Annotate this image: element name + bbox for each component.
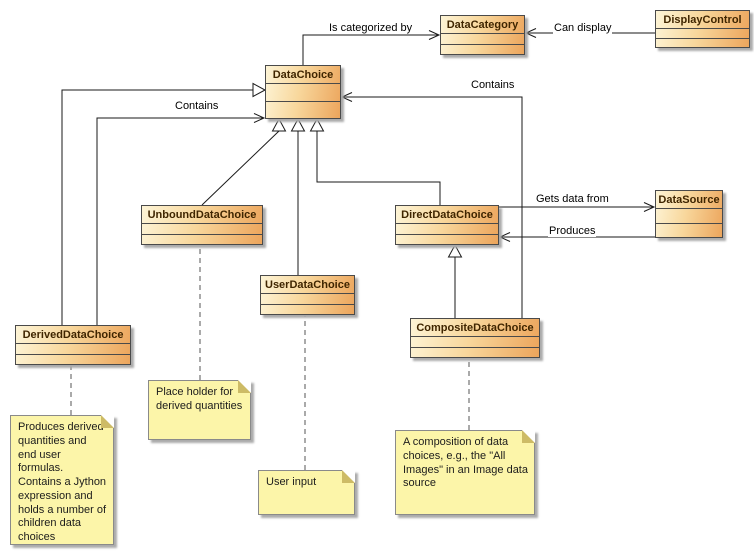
class-DataCategory[interactable]: DataCategory — [440, 15, 525, 55]
class-name: UserDataChoice — [265, 278, 350, 291]
edge-contains-composite[interactable] — [340, 92, 523, 319]
note-text: A composition of data choices, e.g., the… — [403, 436, 528, 490]
class-name: CompositeDataChoice — [416, 321, 534, 334]
class-UnboundDataChoice[interactable]: UnboundDataChoice — [141, 205, 263, 245]
class-UserDataChoice[interactable]: UserDataChoice — [260, 275, 355, 315]
note-fold-corner-icon — [342, 470, 355, 483]
edge-label-contains-left: Contains — [174, 100, 220, 112]
note-fold-corner-icon — [238, 380, 251, 393]
edge-generalization-user[interactable] — [290, 117, 306, 275]
note-text: Produces derived quantities and end user… — [18, 421, 107, 543]
attributes-compartment — [266, 83, 340, 101]
edge-is-categorized-by[interactable] — [302, 30, 441, 66]
operations-compartment — [266, 100, 340, 119]
note-user[interactable]: User input — [258, 470, 355, 515]
attributes-compartment — [142, 223, 262, 234]
class-name: DataSource — [658, 193, 720, 206]
class-name: UnboundDataChoice — [147, 208, 257, 221]
class-name: DisplayControl — [663, 13, 742, 26]
edge-label-gets-data-from: Gets data from — [535, 193, 610, 205]
operations-compartment — [142, 233, 262, 245]
note-derived[interactable]: Produces derived quantities and end user… — [10, 415, 114, 545]
attributes-compartment — [411, 336, 539, 347]
operations-compartment — [261, 303, 354, 315]
edge-contains-derived[interactable] — [96, 113, 266, 326]
operations-compartment — [656, 37, 749, 48]
note-unbound[interactable]: Place holder for derived quantities — [148, 380, 251, 440]
class-name: DataChoice — [272, 68, 334, 81]
class-CompositeDataChoice[interactable]: CompositeDataChoice — [410, 318, 540, 358]
edge-generalization-derived[interactable] — [61, 82, 267, 326]
edge-produces[interactable] — [498, 232, 655, 242]
edge-generalization-unbound[interactable] — [201, 117, 287, 206]
note-fold-corner-icon — [522, 430, 535, 443]
attributes-compartment — [656, 28, 749, 38]
class-DerivedDataChoice[interactable]: DerivedDataChoice — [15, 325, 131, 365]
note-text: User input — [266, 476, 317, 488]
class-name: DerivedDataChoice — [22, 328, 124, 341]
attributes-compartment — [261, 293, 354, 304]
class-DataChoice[interactable]: DataChoice — [265, 65, 341, 119]
attributes-compartment — [396, 223, 498, 234]
class-name: DirectDataChoice — [401, 208, 493, 221]
class-DisplayControl[interactable]: DisplayControl — [655, 10, 750, 48]
operations-compartment — [396, 233, 498, 245]
class-DirectDataChoice[interactable]: DirectDataChoice — [395, 205, 499, 245]
attributes-compartment — [16, 343, 130, 354]
operations-compartment — [656, 222, 722, 238]
note-fold-corner-icon — [101, 415, 114, 428]
note-composite[interactable]: A composition of data choices, e.g., the… — [395, 430, 535, 515]
edge-gets-data-from[interactable] — [499, 202, 656, 212]
class-DataSource[interactable]: DataSource — [655, 190, 723, 238]
edge-label-contains-right: Contains — [470, 79, 516, 91]
attributes-compartment — [441, 33, 524, 44]
edge-generalization-direct[interactable] — [309, 117, 441, 205]
attributes-compartment — [656, 208, 722, 223]
operations-compartment — [16, 353, 130, 365]
note-text: Place holder for derived quantities — [156, 386, 243, 412]
edge-label-can-display: Can display — [553, 22, 613, 34]
edge-generalization-composite[interactable] — [447, 243, 463, 318]
operations-compartment — [411, 346, 539, 358]
class-name: DataCategory — [446, 18, 519, 31]
operations-compartment — [441, 43, 524, 55]
edge-label-is-categorized-by: Is categorized by — [328, 22, 414, 34]
edge-label-produces: Produces — [548, 225, 597, 237]
